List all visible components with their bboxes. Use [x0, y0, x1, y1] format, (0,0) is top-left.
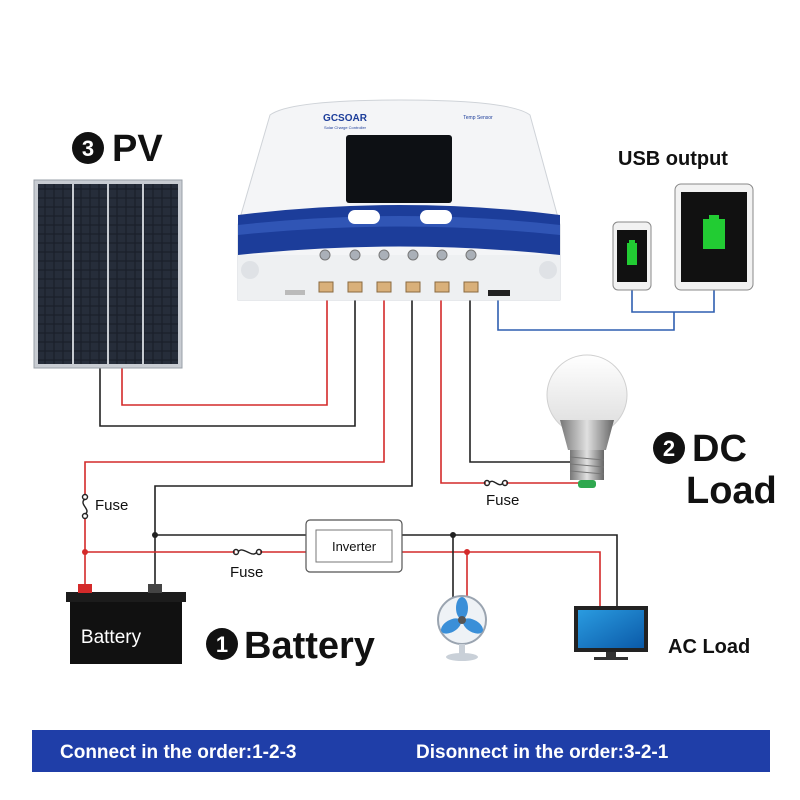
battery-icon: Battery [66, 584, 186, 664]
step-2-badge: 2 [653, 432, 685, 464]
fuse-load-label: Fuse [486, 492, 519, 509]
pv-positive-wire [121, 292, 328, 406]
controller-screen [346, 135, 452, 203]
svg-text:1: 1 [216, 632, 228, 657]
load-positive-wire [440, 292, 486, 484]
inverter: Inverter [305, 519, 403, 573]
terminal-screws [319, 249, 477, 261]
solar-panel [33, 179, 183, 369]
fuse-inverter-label: Fuse [230, 564, 263, 581]
monitor-icon [574, 606, 648, 660]
fuse-load-icon [483, 479, 509, 487]
pv-negative-wire [99, 292, 356, 427]
disconnect-order-text: Disonnect in the order:3-2-1 [416, 742, 669, 763]
svg-text:3: 3 [82, 136, 94, 161]
usb-port [488, 290, 510, 296]
battery-case-label: Battery [81, 627, 142, 648]
controller-button-right [420, 210, 452, 224]
fuse-battery-label: Fuse [95, 497, 128, 514]
usb-wire [497, 292, 675, 331]
wire-junctions [82, 532, 470, 555]
ac-neutral-wire [400, 534, 618, 608]
charge-controller: GCSOAR Solar Charge Controller Temp Sens… [237, 99, 561, 301]
fuse-battery-icon [81, 493, 89, 520]
terminal-blocks [318, 281, 479, 293]
order-banner: Connect in the order:1-2-3 Disonnect in … [32, 730, 770, 772]
controller-brand: GCSOAR [323, 113, 368, 124]
inverter-label: Inverter [332, 539, 377, 554]
usb-wire-phone [631, 290, 715, 313]
load-negative-wire [469, 292, 572, 463]
controller-subtitle: Solar Charge Controller [324, 125, 367, 130]
step-3-badge: 3 [72, 132, 104, 164]
controller-button-left [348, 210, 380, 224]
battery-positive-wire [84, 292, 385, 495]
fan-icon [437, 595, 487, 661]
connect-order-text: Connect in the order:1-2-3 [60, 742, 296, 763]
battery-label: Battery [244, 625, 375, 667]
ac-live-wire [400, 551, 601, 608]
step-1-badge: 1 [206, 628, 238, 660]
pv-label: PV [112, 128, 163, 170]
usb-output-label: USB output [618, 148, 728, 170]
bulb-icon [546, 354, 628, 488]
ac-load-label: AC Load [668, 636, 750, 658]
dc-load-label-line2: Load [686, 470, 777, 512]
tablet-icon [674, 183, 754, 291]
fuse-inverter-icon [232, 548, 263, 556]
svg-text:2: 2 [663, 436, 675, 461]
sensor-port [285, 290, 305, 295]
battery-negative-wire [154, 292, 413, 595]
temp-sensor-label: Temp Sensor [463, 115, 493, 121]
dc-load-label-line1: DC [692, 428, 747, 470]
phone-icon [612, 221, 652, 291]
